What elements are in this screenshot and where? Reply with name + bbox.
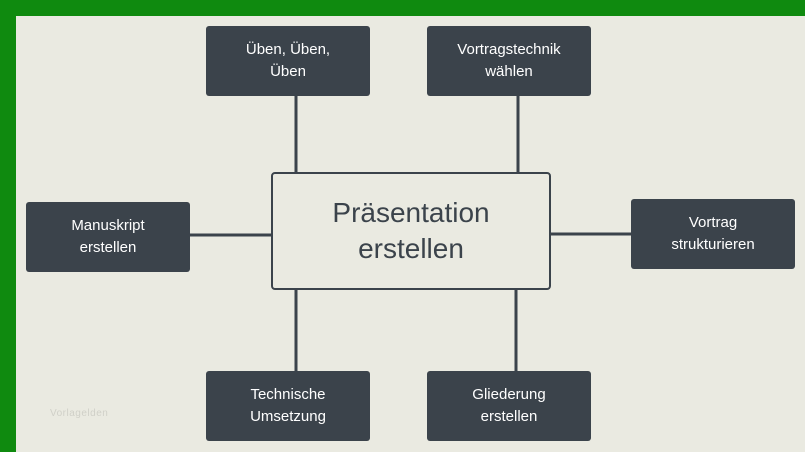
center-node-praesentation: Präsentation erstellen bbox=[271, 172, 551, 290]
diagram-canvas: Präsentation erstellen Üben, Üben, Üben … bbox=[16, 16, 805, 452]
node-manuskript: Manuskript erstellen bbox=[26, 202, 190, 272]
node-vortragstechnik: Vortragstechnik wählen bbox=[427, 26, 591, 96]
node-vortrag-strukturieren: Vortrag strukturieren bbox=[631, 199, 795, 269]
node-ueben: Üben, Üben, Üben bbox=[206, 26, 370, 96]
watermark-text: Vorlagelden bbox=[50, 408, 109, 419]
node-technische-umsetzung: Technische Umsetzung bbox=[206, 371, 370, 441]
node-gliederung: Gliederung erstellen bbox=[427, 371, 591, 441]
connector-lines bbox=[190, 96, 632, 371]
